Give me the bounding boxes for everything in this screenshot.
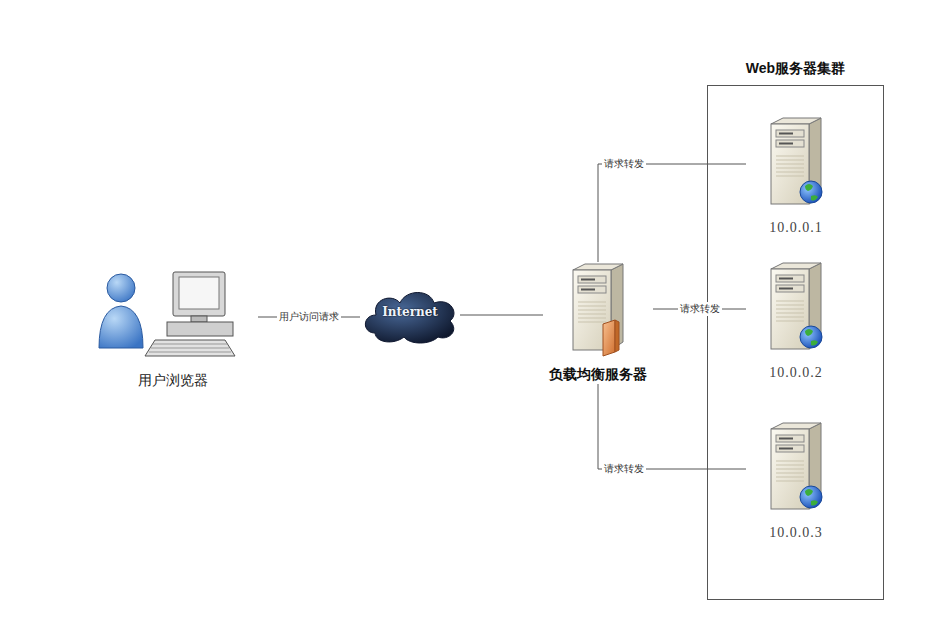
web-server: 10.0.0.2 (746, 261, 846, 381)
server-icon (761, 116, 831, 206)
server-icon (761, 261, 831, 351)
lb-icon (563, 262, 633, 357)
user-browser: 用户浏览器 (88, 268, 258, 390)
edge-label: 请求转发 (602, 157, 646, 171)
server-cluster: Web服务器集群10.0.0.110.0.0.210.0.0.3 (707, 85, 884, 600)
edge-label: 请求转发 (602, 462, 646, 476)
node-text: Internet (382, 305, 438, 319)
edge-label: 用户访问请求 (277, 310, 341, 324)
node-text: 10.0.0.2 (769, 365, 823, 381)
node-text: Web服务器集群 (746, 60, 845, 78)
server-icon (761, 421, 831, 511)
connector-line (460, 315, 543, 316)
web-server: 10.0.0.1 (746, 116, 846, 236)
node-text: 负载均衡服务器 (549, 366, 647, 384)
web-server: 10.0.0.3 (746, 421, 846, 541)
node-text: 10.0.0.1 (769, 220, 823, 236)
connector-line (598, 164, 746, 262)
internet-cloud: Internet (360, 283, 460, 347)
user-icon (93, 268, 253, 360)
node-text: 用户浏览器 (138, 372, 208, 390)
node-text: 10.0.0.3 (769, 525, 823, 541)
load-balancer: 负载均衡服务器 (543, 262, 653, 384)
edge-label: 请求转发 (678, 302, 722, 316)
connector-line (598, 384, 746, 469)
